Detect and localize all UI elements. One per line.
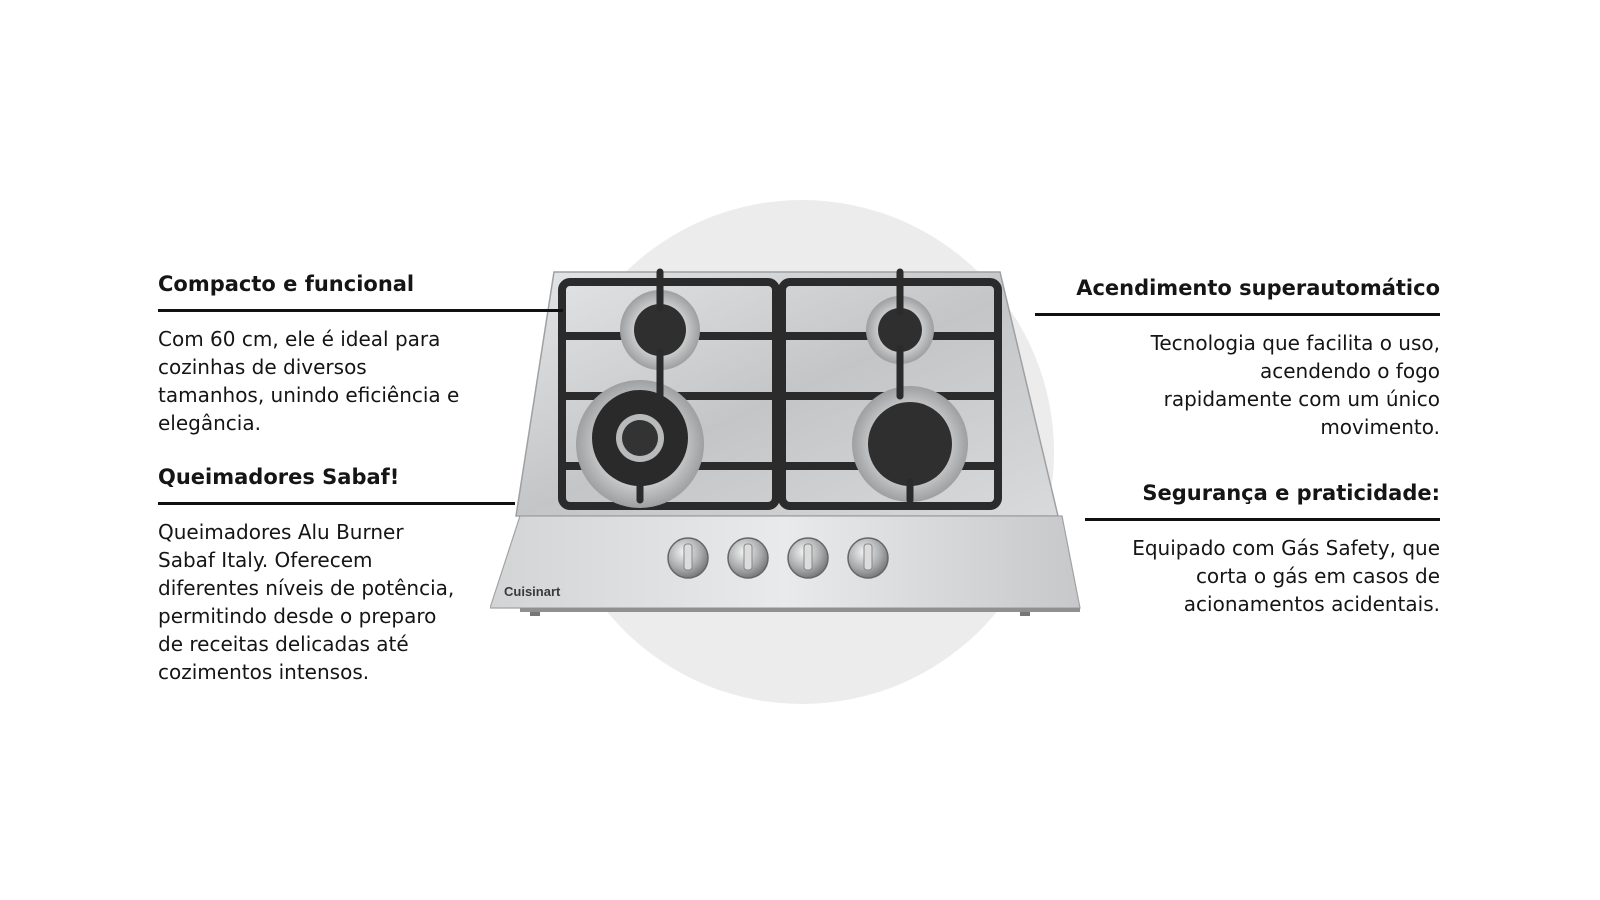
divider-line	[1085, 518, 1440, 521]
divider-line	[158, 309, 563, 312]
feature-safety: Segurança e praticidade: Equipado com Gá…	[1085, 479, 1440, 618]
control-knobs	[667, 537, 889, 579]
cooktop-image: Cuisinart	[490, 268, 1110, 640]
divider-line	[158, 502, 515, 505]
feature-title: Segurança e praticidade:	[1142, 481, 1440, 505]
feature-title: Compacto e funcional	[158, 272, 415, 296]
feature-description: Equipado com Gás Safety, que corta o gás…	[1132, 536, 1440, 616]
feature-description: Queimadores Alu Burner Sabaf Italy. Ofer…	[158, 520, 455, 684]
feature-description: Tecnologia que facilita o uso, acendendo…	[1150, 331, 1440, 439]
feature-compact: Compacto e funcional Com 60 cm, ele é id…	[158, 270, 563, 437]
feature-ignition: Acendimento superautomático Tecnologia q…	[1035, 274, 1440, 441]
feature-description: Com 60 cm, ele é ideal para cozinhas de …	[158, 327, 460, 435]
brand-logo: Cuisinart	[504, 584, 561, 599]
feature-title: Acendimento superautomático	[1076, 276, 1440, 300]
feature-title: Queimadores Sabaf!	[158, 465, 400, 489]
divider-line	[1035, 313, 1440, 316]
feature-burners: Queimadores Sabaf! Queimadores Alu Burne…	[158, 463, 515, 686]
